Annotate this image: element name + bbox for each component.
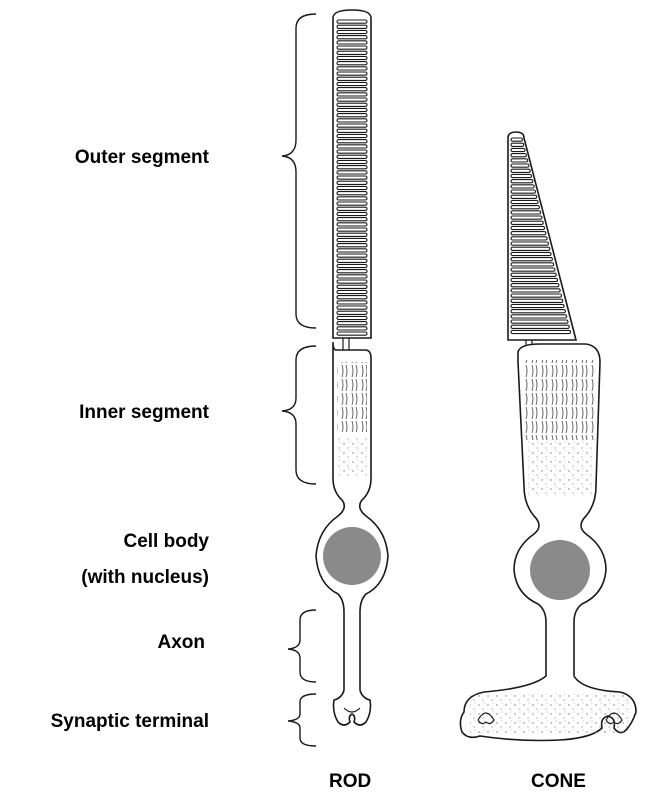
bracket-outer-segment <box>282 14 316 328</box>
cone-mitochondria <box>524 360 594 440</box>
brackets <box>282 14 316 746</box>
rod-cilium <box>343 338 349 350</box>
cone-outer-segment <box>508 132 576 340</box>
label-cell-body-note: (with nucleus) <box>81 566 209 590</box>
cone-pedicle-granules <box>470 694 630 734</box>
label-outer-segment: Outer segment <box>75 146 209 170</box>
bracket-inner-segment <box>282 346 316 484</box>
bracket-synaptic-terminal <box>288 694 316 746</box>
cone-inner-granules <box>528 440 592 496</box>
rod-cell <box>316 10 388 725</box>
rod-nucleus <box>323 527 381 585</box>
rod-mitochondria <box>337 362 367 432</box>
bracket-axon <box>288 610 316 682</box>
label-axon: Axon <box>158 631 206 655</box>
label-rod: ROD <box>329 770 371 794</box>
label-cell-body: Cell body <box>123 530 209 554</box>
label-synaptic-terminal: Synaptic terminal <box>51 710 209 734</box>
label-cone: CONE <box>531 770 586 794</box>
cone-nucleus <box>530 540 590 600</box>
cone-cell <box>460 132 636 741</box>
rod-inner-granules <box>337 436 367 476</box>
label-inner-segment: Inner segment <box>79 401 209 425</box>
